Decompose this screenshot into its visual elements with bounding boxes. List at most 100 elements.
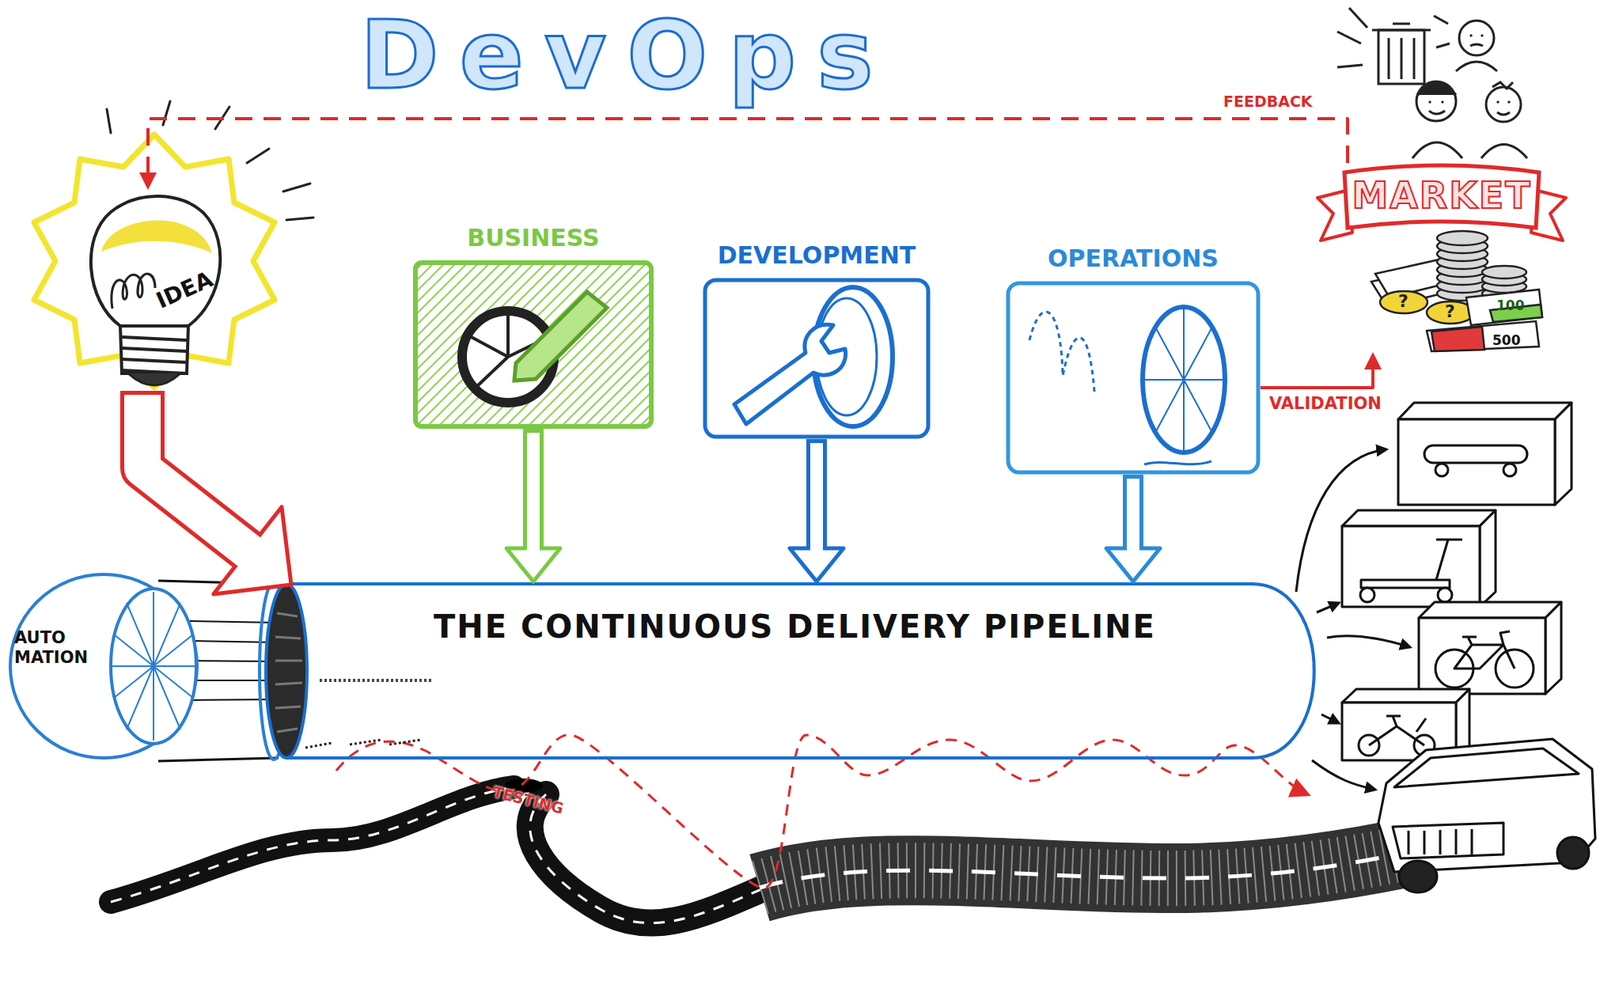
validation-arrow <box>1260 352 1382 388</box>
sketch-path <box>110 787 515 903</box>
sketch-path <box>1394 748 1579 788</box>
development-arrow <box>789 439 844 582</box>
sketch-path <box>530 794 784 924</box>
sketch-circle <box>1360 587 1375 603</box>
sketch-path <box>1316 602 1339 613</box>
pipeline-cylinder: THE CONTINUOUS DELIVERY PIPELINE <box>270 581 1328 761</box>
connector-line <box>1260 366 1373 388</box>
sketch-polygon <box>34 134 275 388</box>
edge-label: VALIDATION <box>1269 394 1382 414</box>
sketch-path <box>1311 760 1376 790</box>
sketch-path <box>1144 308 1224 452</box>
sketch-path <box>530 794 784 924</box>
sketch-path <box>111 273 156 309</box>
sketch-ellipse <box>1380 291 1428 314</box>
sketch-line <box>163 101 171 126</box>
node-label: MARKET <box>1331 174 1552 217</box>
automation-fan: AUTO MATION <box>4 571 203 762</box>
sketch-path <box>120 326 189 374</box>
sketch-ellipse <box>110 588 197 744</box>
sketch-path <box>158 758 279 762</box>
sketch-path <box>1368 716 1426 746</box>
sketch-path <box>1372 23 1431 80</box>
sketch-path <box>1433 15 1450 48</box>
sketch-path <box>275 613 303 732</box>
operations-box: OPERATIONS <box>1005 280 1261 475</box>
sketch-rect <box>1361 580 1450 588</box>
idea-rays <box>34 101 314 388</box>
sketch-ellipse <box>1482 265 1527 279</box>
sketch-rect <box>1424 445 1528 463</box>
sketch-rect <box>1418 618 1546 694</box>
sketch-path <box>1392 822 1504 859</box>
sketch-path <box>1378 739 1596 873</box>
arrow-fill <box>142 394 261 562</box>
sketch-rect <box>705 280 929 437</box>
business-arrow <box>506 428 561 582</box>
diagram-title: DevOps <box>360 0 895 110</box>
sketch-ellipse <box>1399 860 1437 893</box>
operations-arrow <box>1106 474 1161 582</box>
arrow-fill <box>527 432 540 559</box>
sketch-path <box>759 850 1417 888</box>
sketch-line <box>286 217 314 220</box>
connector-line <box>147 118 1348 176</box>
sketch-ellipse <box>265 583 308 759</box>
sketch-path <box>1029 311 1095 392</box>
sketch-path <box>1144 461 1212 465</box>
sketch-path <box>1455 34 1498 72</box>
sketch-path <box>286 583 1315 759</box>
node-label: BUSINESS <box>413 223 654 252</box>
sketch-polygon <box>1342 510 1496 527</box>
idea-arrow <box>142 390 292 595</box>
sketch-path <box>1321 714 1339 724</box>
sketch-g <box>1371 231 1543 352</box>
sketch-polygon <box>1426 321 1540 352</box>
development-box: DEVELOPMENT <box>702 277 931 440</box>
sketch-circle <box>1459 20 1494 56</box>
sketch-ellipse <box>1557 837 1589 869</box>
sketch-path <box>121 337 187 374</box>
sketch-path <box>1418 83 1456 95</box>
feedback-arrow <box>139 118 1348 190</box>
road <box>110 778 1417 924</box>
coin-mark: ? <box>1398 291 1409 311</box>
sketch-path <box>1412 101 1463 159</box>
node-outline <box>702 277 931 440</box>
node-outline <box>413 260 654 429</box>
sketch-line <box>246 148 270 164</box>
sketch-path <box>128 373 181 386</box>
sketch-rect <box>1008 283 1259 473</box>
sketch-path <box>759 850 1417 888</box>
product-boxes <box>1342 402 1596 893</box>
sketch-polygon <box>1398 402 1572 420</box>
sketch-polygon <box>514 291 607 381</box>
node-outline <box>270 581 1328 761</box>
sketch-path <box>110 787 515 903</box>
business-box: BUSINESS <box>413 260 654 429</box>
sketch-circle <box>1503 463 1517 477</box>
node-label: OPERATIONS <box>1005 244 1261 273</box>
coin-mark: ? <box>1444 301 1456 322</box>
sketch-ellipse <box>1142 307 1225 453</box>
people-sketch <box>1337 7 1528 159</box>
market-banner: MARKET <box>1331 163 1552 353</box>
sketch-path <box>90 196 220 327</box>
sketch-rect <box>1398 419 1555 505</box>
node-label: DEVELOPMENT <box>702 241 931 270</box>
sketch-polygon <box>1431 326 1485 352</box>
sketch-polygon <box>1466 289 1543 326</box>
sketch-circle <box>1437 587 1453 603</box>
sketch-path <box>1436 539 1463 581</box>
bill-value: 100 <box>1496 297 1525 314</box>
node-label: AUTO MATION <box>14 628 97 668</box>
arrow-fill <box>1126 478 1140 559</box>
sketch-polygon <box>1479 510 1496 607</box>
sketch-path <box>1454 631 1515 669</box>
sketch-path <box>734 324 846 425</box>
bill-value: 500 <box>1492 332 1521 349</box>
sketch-path <box>1337 7 1368 68</box>
arrow-fill <box>810 443 823 559</box>
